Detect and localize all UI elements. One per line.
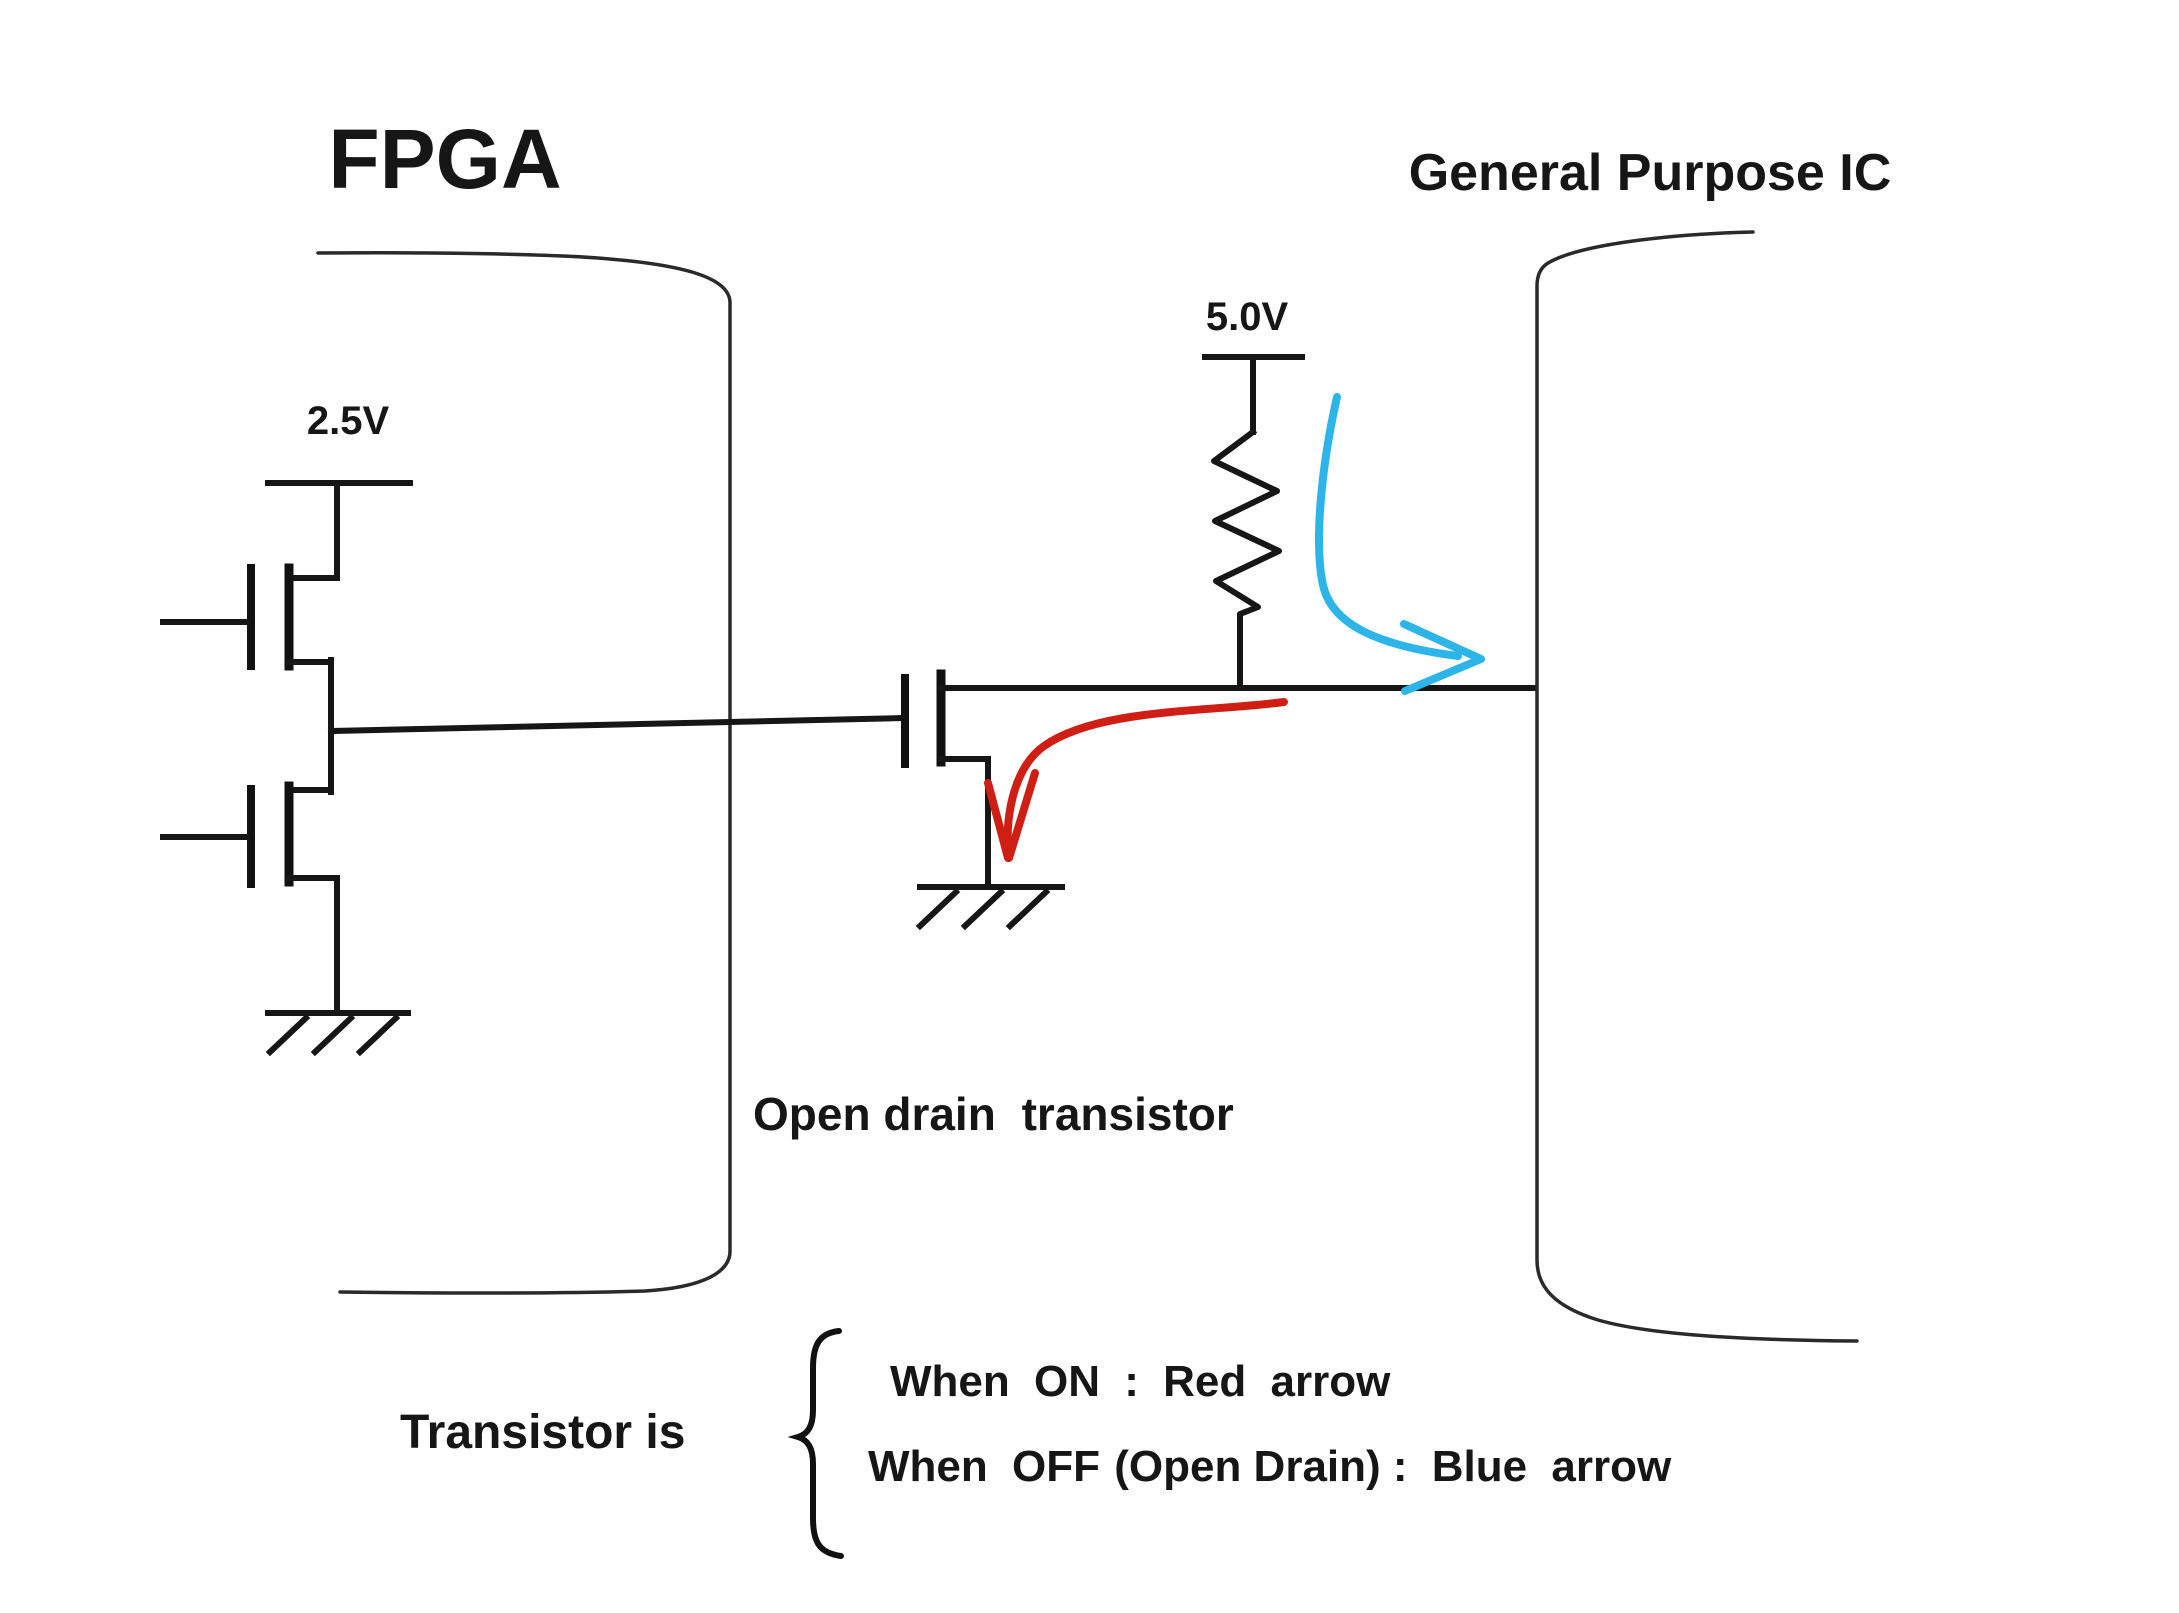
legend-on-arrow-word: arrow (1270, 1357, 1391, 1406)
fpga-boundary (316, 250, 732, 1295)
fpga-ground-symbol (265, 1010, 411, 1057)
general-ic-block: General Purpose IC (1409, 144, 1892, 1343)
fpga-block: FPGA 2.5V (160, 112, 732, 1295)
legend-off-color-word: Blue (1432, 1442, 1527, 1491)
red-current-arrow (984, 698, 1288, 862)
pullup-resistor-branch: 5.0V (1202, 295, 1305, 691)
legend-prefix: Transistor is (400, 1406, 685, 1459)
general-ic-title: General Purpose IC (1409, 144, 1892, 202)
legend-off-when: When (868, 1442, 988, 1491)
ground-hatch (1005, 887, 1051, 931)
ground-hatch (960, 887, 1006, 931)
pullup-resistor-zigzag (1211, 427, 1282, 691)
ground-hatch (265, 1013, 311, 1057)
od-ground-symbol (915, 884, 1065, 931)
blue-arrow-curve (1315, 393, 1462, 660)
red-arrow-curve (1003, 698, 1288, 860)
fpga-supply-label: 2.5V (307, 399, 390, 443)
legend-on-when: When (890, 1357, 1010, 1406)
ground-hatch (915, 887, 961, 931)
open-drain-caption-highlight: Open drain (753, 1088, 996, 1140)
legend-line-on: When ON : Red arrow (890, 1357, 1391, 1406)
legend-off-state: OFF (1012, 1442, 1100, 1491)
open-drain-caption: Open drain transistor (753, 1088, 1234, 1140)
legend-on-colon: : (1124, 1357, 1139, 1406)
fpga-title: FPGA (328, 112, 561, 206)
general-ic-boundary (1535, 230, 1859, 1343)
legend-off-arrow-word: arrow (1551, 1442, 1672, 1491)
legend-brace (787, 1328, 844, 1559)
open-drain-caption-rest: transistor (1022, 1088, 1234, 1140)
legend-on-state: ON (1034, 1357, 1100, 1406)
ground-hatch (310, 1013, 356, 1057)
fpga-output-wire (327, 714, 909, 735)
legend-on-color-word: Red (1163, 1357, 1246, 1406)
legend: Transistor is When ON : Red arrow When O… (400, 1328, 1672, 1559)
pullup-supply-label: 5.0V (1206, 295, 1289, 339)
ground-hatch (355, 1013, 401, 1057)
legend-off-open-drain: (Open Drain) : (1114, 1442, 1407, 1491)
legend-line-off: When OFF (Open Drain) : Blue arrow (868, 1442, 1672, 1491)
red-arrow-head (984, 769, 1039, 862)
blue-current-arrow (1315, 393, 1485, 695)
blue-arrow-head (1400, 620, 1485, 695)
